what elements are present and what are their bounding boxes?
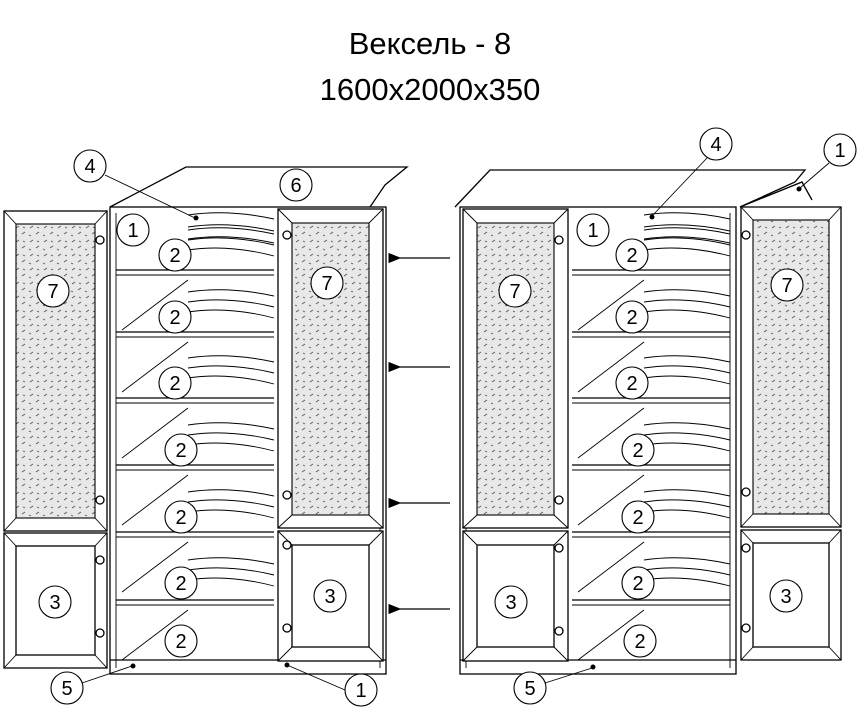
svg-text:2: 2 bbox=[175, 573, 186, 595]
callout-shelf: 2 bbox=[164, 433, 198, 467]
right-carcass bbox=[459, 206, 737, 675]
svg-text:5: 5 bbox=[61, 678, 72, 700]
left-shelves bbox=[116, 212, 275, 661]
callout-lower-door: 3 bbox=[769, 579, 803, 613]
callout-side: 1 bbox=[116, 213, 150, 247]
shelf bbox=[116, 227, 275, 331]
svg-text:7: 7 bbox=[321, 273, 332, 295]
svg-text:2: 2 bbox=[626, 307, 637, 329]
svg-text:4: 4 bbox=[84, 156, 95, 178]
svg-text:2: 2 bbox=[175, 631, 186, 653]
svg-text:2: 2 bbox=[175, 507, 186, 529]
svg-text:1: 1 bbox=[355, 680, 366, 702]
svg-text:3: 3 bbox=[505, 592, 516, 614]
svg-text:3: 3 bbox=[324, 586, 335, 608]
callout-top: 6 bbox=[279, 168, 313, 202]
callout-shelf: 2 bbox=[621, 566, 655, 600]
callout-side: 1 bbox=[344, 673, 378, 707]
svg-text:2: 2 bbox=[634, 631, 645, 653]
svg-text:3: 3 bbox=[780, 586, 791, 608]
left-glass-door bbox=[3, 210, 108, 532]
svg-text:2: 2 bbox=[169, 245, 180, 267]
svg-text:7: 7 bbox=[781, 275, 792, 297]
callout-glass-door: 7 bbox=[310, 266, 344, 300]
svg-text:5: 5 bbox=[524, 678, 535, 700]
back-panel-grain bbox=[187, 212, 275, 244]
callout-base: 5 bbox=[50, 671, 84, 705]
callout-back: 4 bbox=[73, 149, 107, 183]
svg-text:3: 3 bbox=[49, 592, 60, 614]
callout-back: 4 bbox=[699, 127, 733, 161]
shelf bbox=[572, 355, 731, 459]
right-open-glass-door bbox=[740, 206, 842, 528]
callout-shelf: 2 bbox=[158, 238, 192, 272]
shelf bbox=[116, 355, 275, 459]
svg-text:1: 1 bbox=[587, 220, 598, 242]
svg-text:2: 2 bbox=[632, 507, 643, 529]
callout-side: 1 bbox=[823, 133, 857, 167]
svg-text:6: 6 bbox=[290, 175, 301, 197]
callout-shelf: 2 bbox=[623, 624, 657, 658]
callout-shelf: 2 bbox=[158, 300, 192, 334]
svg-text:1: 1 bbox=[834, 140, 845, 162]
callout-lower-door: 3 bbox=[313, 579, 347, 613]
callout-glass-door: 7 bbox=[498, 274, 532, 308]
svg-text:2: 2 bbox=[175, 440, 186, 462]
right-cabinet-left-glass-door bbox=[462, 208, 569, 529]
svg-text:1: 1 bbox=[127, 220, 138, 242]
callout-shelf: 2 bbox=[615, 238, 649, 272]
callout-shelf: 2 bbox=[164, 566, 198, 600]
dimensions-label: 1600x2000x350 bbox=[319, 72, 541, 107]
left-cabinet-right-glass-door bbox=[277, 208, 384, 529]
shelf bbox=[572, 289, 731, 393]
callout-shelf: 2 bbox=[164, 500, 198, 534]
svg-text:2: 2 bbox=[169, 307, 180, 329]
back-panel-grain bbox=[643, 212, 731, 244]
svg-text:2: 2 bbox=[632, 440, 643, 462]
callout-lower-door: 3 bbox=[494, 585, 528, 619]
callout-shelf: 2 bbox=[621, 433, 655, 467]
leader-lines bbox=[81, 157, 830, 691]
callout-shelf: 2 bbox=[615, 300, 649, 334]
svg-text:2: 2 bbox=[632, 573, 643, 595]
svg-text:7: 7 bbox=[47, 281, 58, 303]
part-callouts: 1 2 2 2 2 2 2 2 7 7 3 3 4 6 5 1 1 2 2 2 2 2 2 2 7 7 3 3 4 1 5 bbox=[36, 127, 857, 707]
right-cabinet bbox=[454, 169, 842, 675]
shelf bbox=[572, 227, 731, 331]
shelf bbox=[116, 489, 275, 593]
callout-shelf: 2 bbox=[621, 500, 655, 534]
right-top-panel bbox=[454, 169, 807, 208]
right-shelves bbox=[572, 212, 731, 661]
callout-side: 1 bbox=[576, 213, 610, 247]
callout-shelf: 2 bbox=[164, 624, 198, 658]
svg-text:2: 2 bbox=[169, 373, 180, 395]
svg-text:2: 2 bbox=[626, 373, 637, 395]
shelf bbox=[572, 422, 731, 526]
shelf bbox=[116, 289, 275, 393]
shelf bbox=[116, 422, 275, 526]
svg-text:7: 7 bbox=[509, 281, 520, 303]
right-side-panel-edge bbox=[739, 181, 813, 208]
left-carcass bbox=[109, 206, 387, 675]
left-top-panel bbox=[109, 166, 409, 208]
callout-shelf: 2 bbox=[158, 366, 192, 400]
svg-text:4: 4 bbox=[710, 134, 721, 156]
svg-text:2: 2 bbox=[626, 245, 637, 267]
callout-shelf: 2 bbox=[615, 366, 649, 400]
diagram-title: Вексель - 8 bbox=[348, 26, 512, 61]
assembly-arrows bbox=[388, 252, 450, 615]
callout-glass-door: 7 bbox=[770, 268, 804, 302]
callout-glass-door: 7 bbox=[36, 274, 70, 308]
callout-base: 5 bbox=[513, 671, 547, 705]
callout-lower-door: 3 bbox=[38, 585, 72, 619]
